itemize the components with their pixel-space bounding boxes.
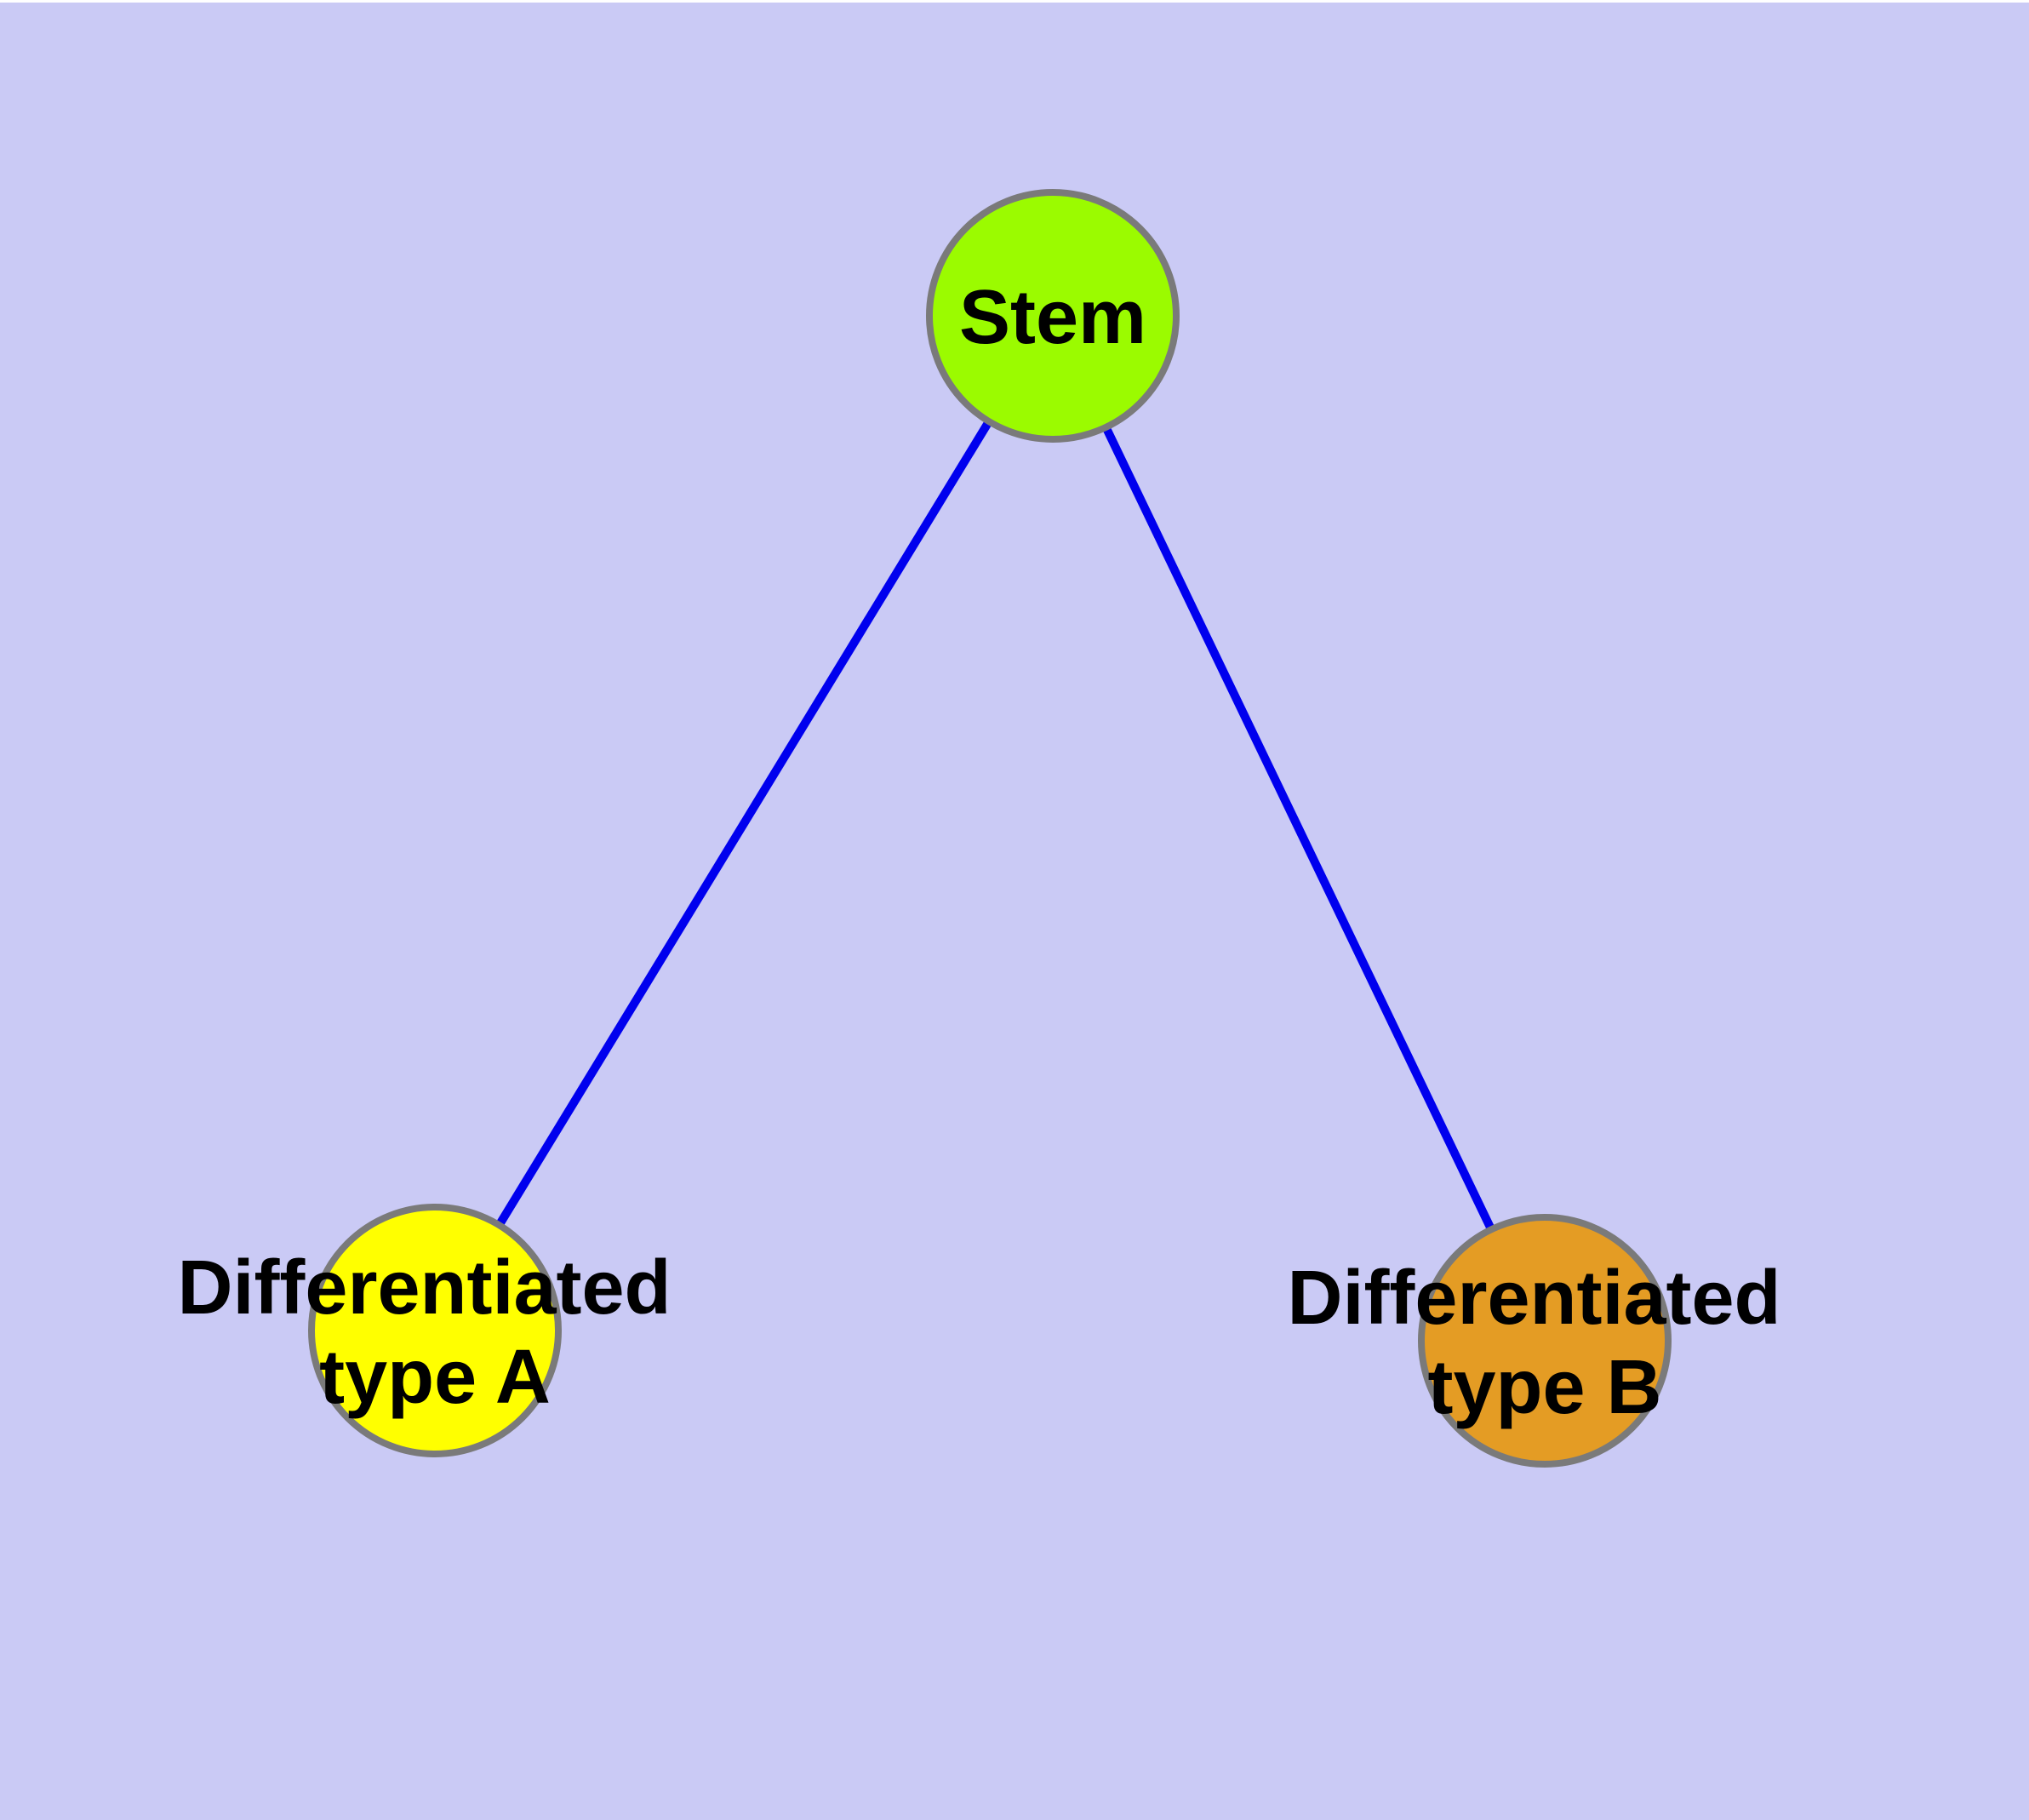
label-line: Differentiated: [177, 1245, 671, 1331]
node-label-stem: Stem: [959, 275, 1146, 360]
edge-stem-to-type-a: [431, 314, 1057, 1333]
label-line: Differentiated: [1287, 1256, 1780, 1341]
edge-stem-to-type-b: [1049, 314, 1549, 1343]
node-differentiated-type-a: [308, 1204, 562, 1457]
label-line: type A: [319, 1335, 551, 1420]
node-label-differentiated-type-b: Differentiated type B: [1287, 1256, 1802, 1430]
node-stem: [926, 189, 1180, 443]
node-differentiated-type-b: [1418, 1214, 1672, 1468]
node-label-differentiated-type-a: Differentiated type A: [177, 1245, 692, 1420]
label-line: type B: [1427, 1345, 1661, 1430]
